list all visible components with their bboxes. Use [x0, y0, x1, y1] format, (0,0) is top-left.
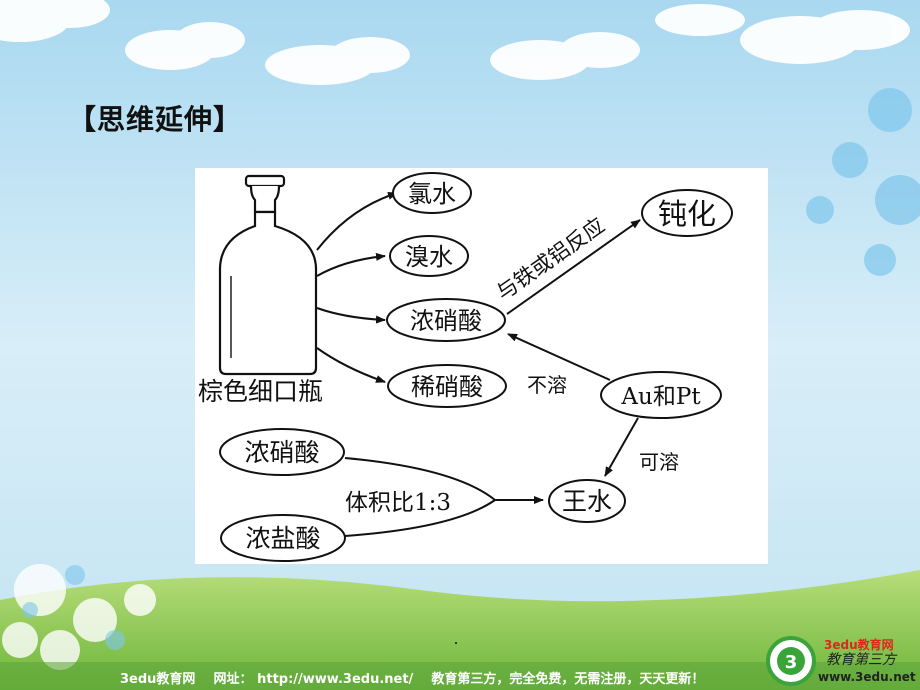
bottle-label: 棕色细口瓶 — [198, 377, 323, 406]
node-dilute-nitric — [387, 364, 507, 408]
arrow-to-dilute-nitric — [316, 347, 386, 383]
flow-diagram: 棕色细口瓶 氯水 溴水 浓硝酸 稀硝酸 与铁或铝反应 钝化 Au和Pt 不溶 可… — [198, 172, 733, 562]
dilute-nitric-label: 稀硝酸 — [411, 373, 483, 401]
arrow-to-chlorine — [316, 191, 398, 251]
footer-address-label: 网址： — [213, 672, 253, 687]
arrow-to-conc-nitric — [316, 307, 386, 324]
au-pt-label: Au和Pt — [620, 384, 701, 410]
bottle-icon — [218, 174, 318, 376]
edge-ratio-label: 体积比1:3 — [345, 490, 451, 516]
footer-url-link[interactable]: http://www.3edu.net/ — [257, 672, 414, 687]
node-aqua-regia — [548, 479, 626, 523]
conc-hcl-label: 浓盐酸 — [245, 524, 320, 553]
logo-url: www.3edu.net — [818, 670, 916, 684]
node-bromine-water — [389, 235, 469, 277]
node-passivation — [641, 189, 733, 237]
node-conc-nitric-2 — [219, 428, 345, 476]
logo-brand: 3edu教育网 — [824, 638, 894, 652]
edge-insoluble-label: 不溶 — [527, 373, 567, 397]
arrow-au-to-conc-nitric — [507, 333, 611, 381]
cloud-group — [0, 0, 910, 85]
node-chlorine-water — [392, 172, 472, 214]
slide-title: 【思维延伸】 — [68, 103, 243, 136]
node-conc-hcl — [220, 514, 346, 562]
logo-icon: 3 教育第三方 — [766, 636, 898, 686]
footer-bar: 3edu教育网 网址： http://www.3edu.net/ 教育第三方，完… — [120, 668, 704, 687]
node-conc-nitric — [386, 298, 506, 342]
footer-site: 3edu教育网 — [120, 672, 196, 687]
center-dot — [455, 642, 457, 644]
diagram-panel: 棕色细口瓶 氯水 溴水 浓硝酸 稀硝酸 与铁或铝反应 钝化 Au和Pt 不溶 可… — [195, 168, 768, 564]
passivation-label: 钝化 — [658, 197, 716, 231]
node-au-pt — [600, 371, 722, 419]
aqua-regia-label: 王水 — [562, 487, 612, 516]
bromine-water-label: 溴水 — [405, 243, 453, 271]
chlorine-water-label: 氯水 — [408, 180, 456, 208]
flower-group-right — [806, 88, 920, 276]
svg-text:教育第三方: 教育第三方 — [826, 652, 898, 668]
arrow-to-bromine — [316, 252, 386, 277]
conc-nitric-2-label: 浓硝酸 — [244, 438, 319, 467]
arrow-to-passivation — [506, 219, 641, 315]
arrow-au-to-aqua-regia — [604, 417, 639, 477]
edge-soluble-label: 可溶 — [639, 450, 679, 474]
edge-fe-al-label: 与铁或铝反应 — [492, 213, 609, 305]
footer-slogan: 教育第三方，完全免费，无需注册，天天更新！ — [431, 672, 705, 687]
conc-nitric-label: 浓硝酸 — [410, 307, 482, 335]
svg-text:3: 3 — [785, 652, 798, 673]
